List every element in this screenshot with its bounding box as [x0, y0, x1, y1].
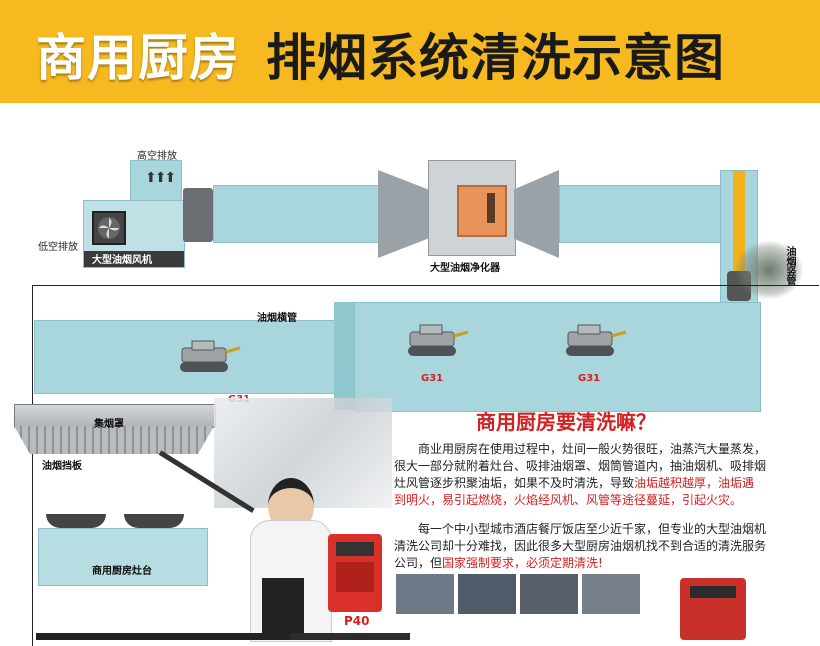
grease-splatter [734, 240, 804, 300]
machine-bottom-right [680, 578, 746, 640]
pipe-joint [334, 302, 354, 410]
top-duct-left [213, 185, 380, 243]
info-paragraph-1: 商业用厨房在使用过程中，灶间一般火势很旺，油蒸汽大量蒸发，很大一部分就附着灶台、… [394, 441, 766, 509]
photo-1 [396, 574, 454, 614]
p40-label: P40 [344, 614, 370, 628]
hood-baffle [14, 426, 214, 454]
info-heading: 商用厨房要清洗嘛？ [476, 410, 656, 434]
vertical-pipe-label: 油烟竖管 [784, 246, 795, 286]
wok-left [46, 514, 106, 528]
stove-label: 商用厨房灶台 [92, 566, 152, 577]
photo-4 [582, 574, 640, 614]
photo-2 [458, 574, 516, 614]
title-part-2: 排烟系统清洗示意图 [266, 29, 725, 87]
fan-label: 大型油烟风机 [92, 255, 152, 266]
high-exhaust-label: 高空排放 [137, 151, 177, 162]
up-arrows-icon: ⬆⬆⬆ [145, 170, 176, 186]
hood-top [14, 404, 216, 428]
top-duct-right [559, 185, 726, 243]
horizontal-pipe-right [354, 302, 761, 412]
stove-body [38, 528, 208, 586]
purifier-outlet [514, 170, 559, 258]
photo-3 [520, 574, 578, 614]
baffle-label: 油烟挡板 [42, 461, 82, 472]
p2-red-text: 国家强制要求，必须定期清洗! [442, 556, 603, 570]
robot-icon [178, 338, 242, 378]
p1-red-text: 油垢越积越厚，油垢遇到明火，易引起燃烧，火焰经风机、风管等途径蔓延，引起火灾。 [394, 476, 755, 507]
exhaust-stack: ⬆⬆⬆ [130, 160, 182, 202]
title-banner: 商用厨房 排烟系统清洗示意图 [0, 0, 820, 103]
horizontal-pipe-label: 油烟横管 [257, 313, 297, 324]
info-paragraph-2: 每一个中小型城市酒店餐厅饭店至少近千家，但专业的大型油烟机清洗公司却十分难找，因… [394, 521, 766, 572]
robot-icon [564, 322, 628, 362]
kitchen-frame [32, 285, 819, 646]
p2-text: 每一个中小型城市酒店餐厅饭店至少近千家，但专业的大型油烟机清洗公司却十分难找，因… [394, 522, 767, 570]
wok-right [124, 514, 184, 528]
bottom-strip-mid [290, 633, 410, 640]
flex-connector [183, 188, 213, 242]
robot-icon [406, 322, 470, 362]
robot-2-label: G31 [421, 373, 444, 384]
title-part-1: 商用厨房 [36, 29, 240, 87]
purifier-body [428, 160, 516, 256]
purifier-label: 大型油烟净化器 [430, 263, 500, 274]
fan-icon [92, 211, 126, 245]
bottom-strip-left [36, 633, 266, 640]
hood-label: 集烟罩 [94, 419, 124, 430]
purifier-core [457, 185, 507, 237]
robot-3-label: G31 [578, 373, 601, 384]
horizontal-pipe-left [34, 320, 336, 394]
purifier-inlet [378, 170, 428, 258]
p1-text: 商业用厨房在使用过程中，灶间一般火势很旺，油蒸汽大量蒸发，很大一部分就附着灶台、… [394, 442, 767, 490]
fan-housing [83, 200, 185, 268]
low-exhaust-label: 低空排放 [38, 242, 78, 253]
p40-machine [328, 534, 382, 612]
worker-vest [262, 578, 304, 640]
